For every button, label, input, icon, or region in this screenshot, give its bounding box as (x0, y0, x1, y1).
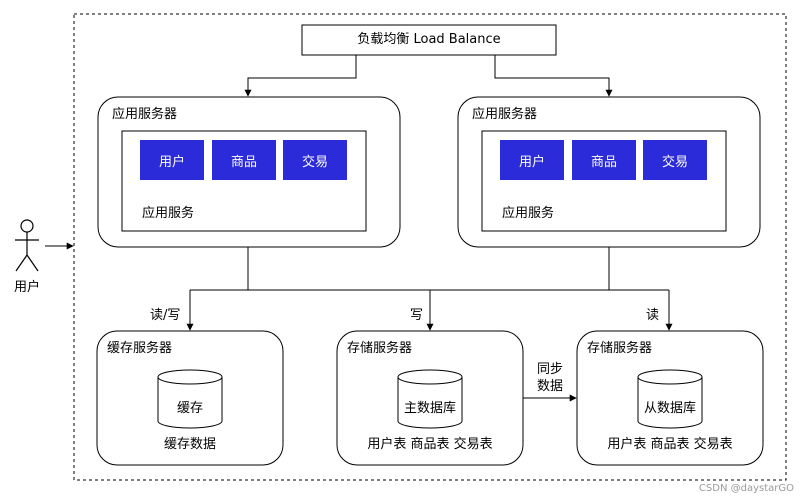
app-server-1-module-trade: 交易 (283, 140, 347, 180)
storage-slave-title: 存储服务器 (587, 341, 653, 356)
edge-label-read-write: 读/写 (150, 308, 181, 323)
storage-master-title: 存储服务器 (347, 341, 413, 356)
app-server-1-title: 应用服务器 (112, 107, 178, 122)
master-tables-label: 用户表 商品表 交易表 (367, 437, 493, 452)
edge-label-read: 读 (646, 308, 660, 323)
app-server-2-module-user: 用户 (500, 140, 564, 180)
app-server-2-title: 应用服务器 (472, 107, 538, 122)
app-service-2-label: 应用服务 (502, 206, 555, 221)
slave-db-label: 从数据库 (643, 401, 696, 416)
cache-server-title: 缓存服务器 (107, 341, 173, 356)
user-actor-icon (15, 219, 39, 272)
master-db-cylinder (397, 369, 463, 429)
load-balancer-label: 负载均衡 Load Balance (357, 32, 501, 47)
load-balancer-box (301, 24, 557, 56)
edge-lb-to-app1 (244, 55, 357, 97)
app-service-1-label: 应用服务 (142, 206, 195, 221)
cache-db-cylinder (157, 369, 223, 429)
app-server-1-module-user: 用户 (140, 140, 204, 180)
sync-label-line2: 数据 (536, 379, 563, 394)
watermark: CSDN @daystarGO (698, 483, 794, 494)
app-server-2-module-goods: 商品 (572, 140, 636, 180)
edge-label-write: 写 (410, 308, 424, 323)
app-server-1-module-goods: 商品 (212, 140, 276, 180)
cache-data-label: 缓存数据 (163, 437, 216, 452)
edge-lb-to-app2 (494, 55, 613, 97)
master-db-label: 主数据库 (403, 401, 456, 416)
sync-label-line1: 同步 (536, 362, 563, 377)
cache-db-label: 缓存 (176, 401, 203, 416)
app-server-2-module-trade: 交易 (643, 140, 707, 180)
slave-tables-label: 用户表 商品表 交易表 (607, 437, 733, 452)
user-label: 用户 (13, 280, 40, 295)
system-boundary (73, 13, 787, 481)
slave-db-cylinder (637, 369, 703, 429)
